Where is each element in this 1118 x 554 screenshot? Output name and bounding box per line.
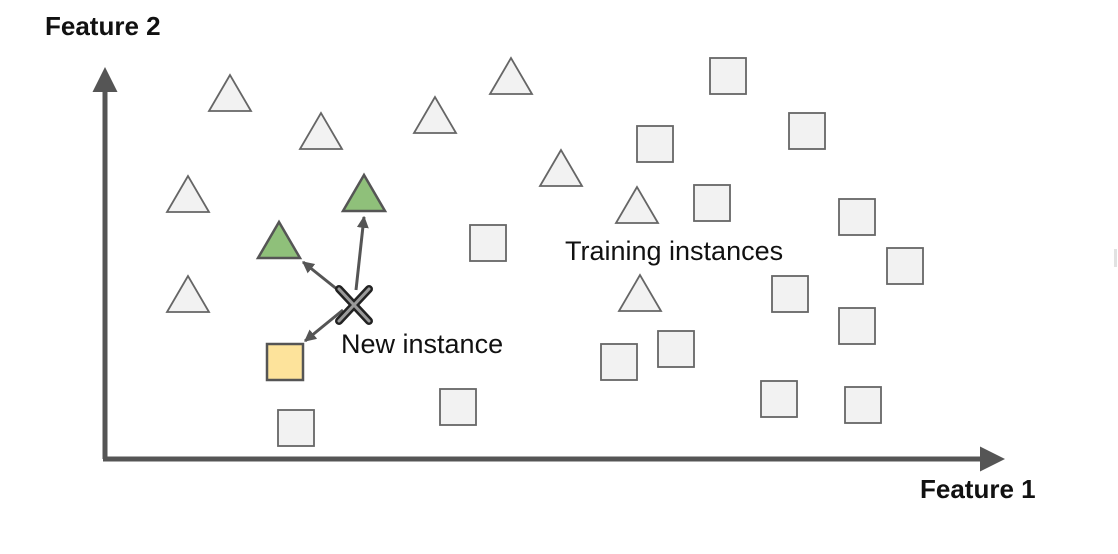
new-instance-label: New instance <box>341 329 503 359</box>
arrow-to-square <box>304 308 344 343</box>
training-squares <box>277 57 924 447</box>
neighbor-triangle-icon <box>255 219 303 260</box>
square-icon <box>788 112 826 150</box>
training-instances-label: Training instances <box>565 236 783 266</box>
cross-icon <box>335 285 373 325</box>
triangle-icon <box>207 73 253 112</box>
square-icon <box>838 307 876 345</box>
square-icon <box>844 386 882 424</box>
square-icon <box>709 57 747 95</box>
square-icon <box>469 224 507 262</box>
axes <box>92 67 1005 472</box>
triangle-icon <box>617 273 663 312</box>
square-icon <box>439 388 477 426</box>
square-icon <box>636 125 674 163</box>
nearest-neighbors <box>255 172 388 382</box>
neighbor-arrows <box>302 215 369 343</box>
square-icon <box>693 184 731 222</box>
neighbor-square-icon <box>265 342 305 382</box>
square-icon <box>657 330 695 368</box>
triangle-icon <box>538 148 584 187</box>
square-icon <box>277 409 315 447</box>
arrow-to-triangle-top <box>354 215 369 291</box>
square-icon <box>771 275 809 313</box>
square-icon <box>760 380 798 418</box>
training-triangles <box>165 56 663 313</box>
triangle-icon <box>412 95 458 134</box>
square-icon <box>886 247 924 285</box>
x-axis-label: Feature 1 <box>920 474 1036 504</box>
edge-divider <box>1114 249 1117 267</box>
triangle-icon <box>488 56 534 95</box>
neighbor-triangle-icon <box>340 172 388 213</box>
triangle-icon <box>298 111 344 150</box>
triangle-icon <box>614 185 660 224</box>
y-axis-label: Feature 2 <box>45 11 161 41</box>
triangle-icon <box>165 174 211 213</box>
square-icon <box>600 343 638 381</box>
square-icon <box>838 198 876 236</box>
triangle-icon <box>165 274 211 313</box>
